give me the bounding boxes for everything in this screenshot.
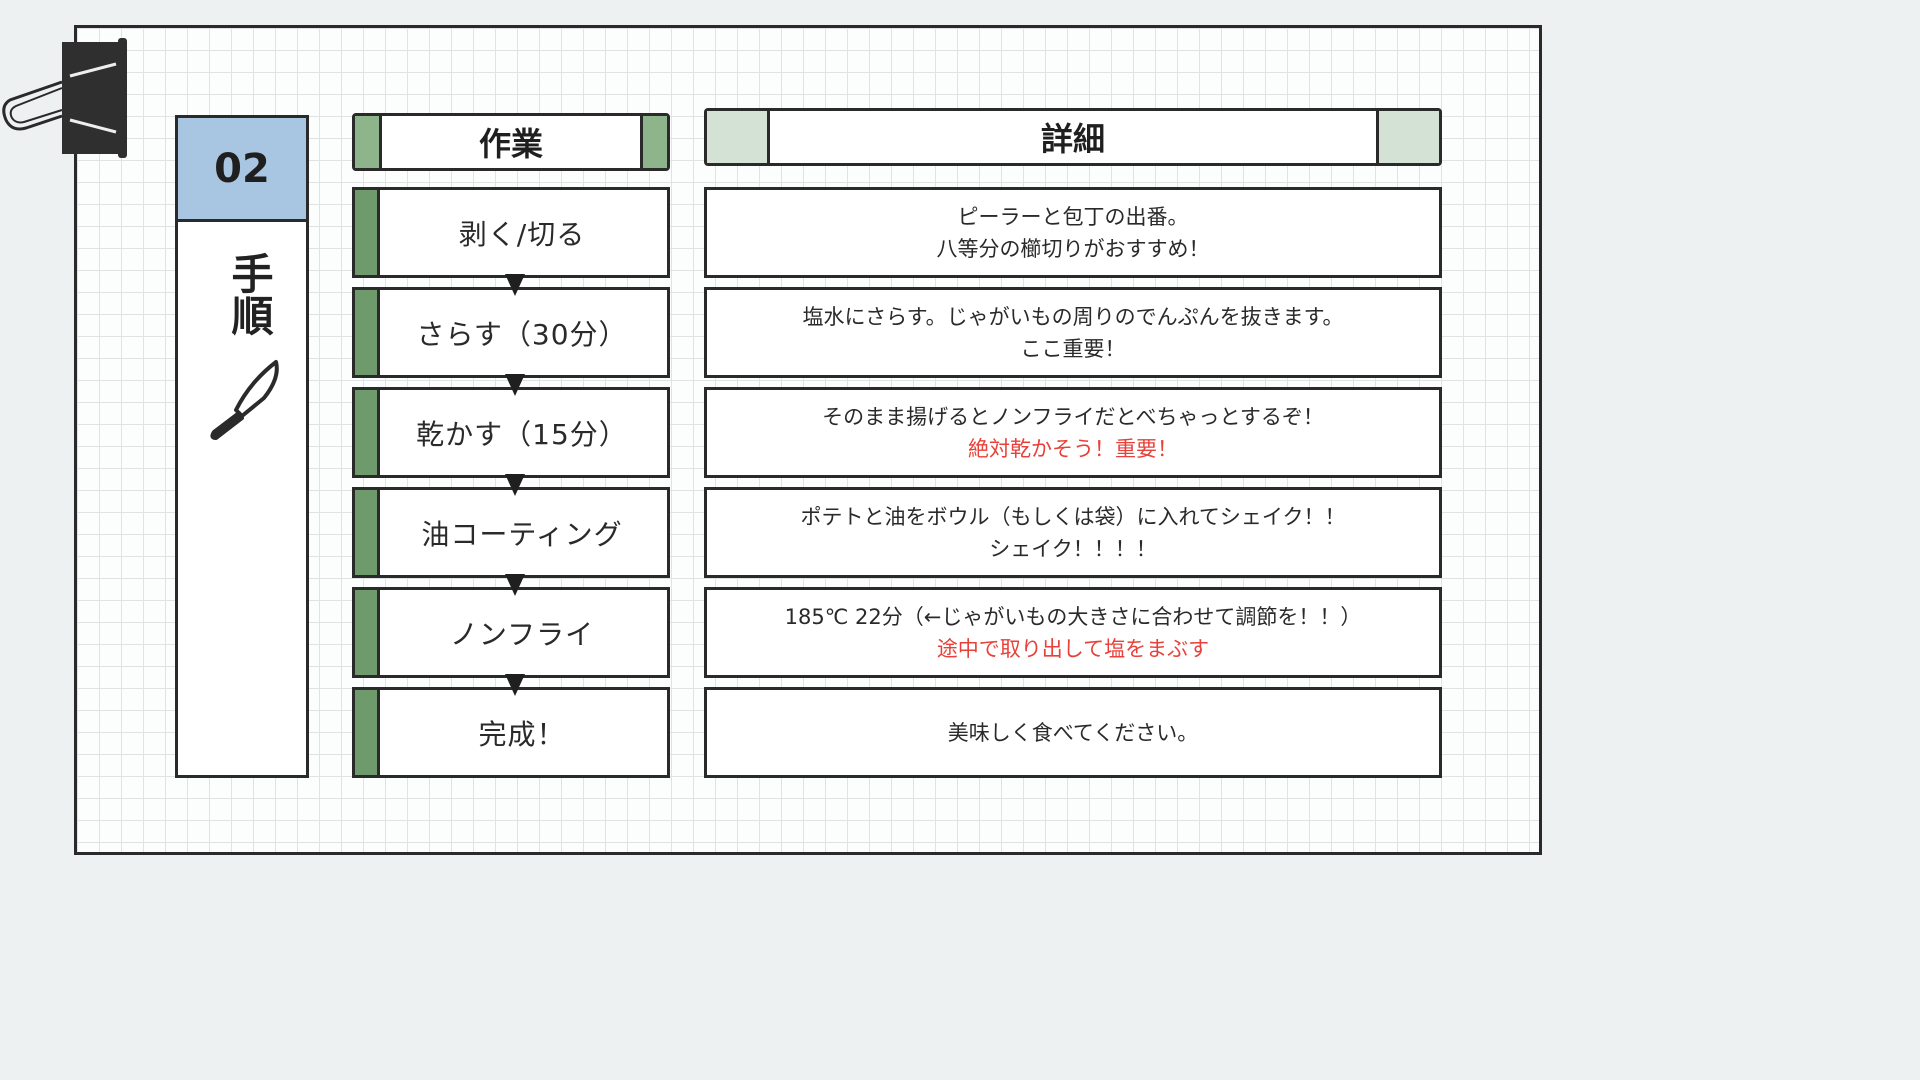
detail-box-2: 塩水にさらす。じゃがいもの周りのでんぷんを抜きます。 ここ重要！	[704, 287, 1442, 378]
section-panel: 02 手順	[175, 115, 309, 778]
detail-warning-line: 途中で取り出して塩をまぶす	[936, 636, 1210, 661]
detail-box-3: そのまま揚げるとノンフライだとべちゃっとするぞ！ 絶対乾かそう！重要！	[704, 387, 1442, 478]
detail-line: 塩水にさらす。じゃがいもの周りのでんぷんを抜きます。	[802, 304, 1344, 329]
detail-line: ピーラーと包丁の出番。	[957, 204, 1189, 229]
detail-warning-line: 絶対乾かそう！重要！	[968, 436, 1178, 461]
task-column-header: 作業	[352, 113, 670, 171]
step-label: 完成！	[478, 717, 566, 751]
detail-box-4: ポテトと油をボウル（もしくは袋）に入れてシェイク！！ シェイク！！！！	[704, 487, 1442, 578]
step-label: 油コーティング	[421, 517, 623, 551]
detail-line: 八等分の櫛切りがおすすめ！	[936, 236, 1210, 261]
detail-line: ポテトと油をボウル（もしくは袋）に入れてシェイク！！	[800, 504, 1346, 529]
down-arrow-icon	[505, 374, 525, 396]
step-box-4: 油コーティング	[352, 487, 670, 578]
detail-column-header: 詳細	[704, 108, 1442, 166]
step-box-1: 剥く/切る	[352, 187, 670, 278]
detail-line: そのまま揚げるとノンフライだとべちゃっとするぞ！	[822, 404, 1324, 429]
knife-icon	[210, 360, 279, 440]
step-label: さらす（30分）	[416, 317, 628, 351]
step-label: 剥く/切る	[458, 217, 586, 251]
detail-header-label: 詳細	[1040, 120, 1105, 158]
down-arrow-icon	[505, 574, 525, 596]
task-header-label: 作業	[478, 125, 543, 163]
step-box-2: さらす（30分）	[352, 287, 670, 378]
detail-line: 美味しく食べてください。	[947, 720, 1199, 745]
detail-box-6: 美味しく食べてください。	[704, 687, 1442, 778]
detail-box-1: ピーラーと包丁の出番。 八等分の櫛切りがおすすめ！	[704, 187, 1442, 278]
down-arrow-icon	[505, 674, 525, 696]
step-box-6: 完成！	[352, 687, 670, 778]
binder-clip-icon	[2, 38, 127, 158]
down-arrow-icon	[505, 274, 525, 296]
section-number: 02	[178, 118, 306, 222]
step-label: 乾かす（15分）	[416, 417, 628, 451]
section-title: 手順	[225, 252, 274, 336]
detail-box-5: 185℃ 22分（←じゃがいもの大きさに合わせて調節を！！） 途中で取り出して塩…	[704, 587, 1442, 678]
detail-line: ここ重要！	[1020, 336, 1126, 361]
step-box-3: 乾かす（15分）	[352, 387, 670, 478]
detail-line: シェイク！！！！	[989, 536, 1157, 561]
step-label: ノンフライ	[449, 617, 595, 651]
step-box-5: ノンフライ	[352, 587, 670, 678]
down-arrow-icon	[505, 474, 525, 496]
detail-line: 185℃ 22分（←じゃがいもの大きさに合わせて調節を！！）	[784, 604, 1362, 629]
